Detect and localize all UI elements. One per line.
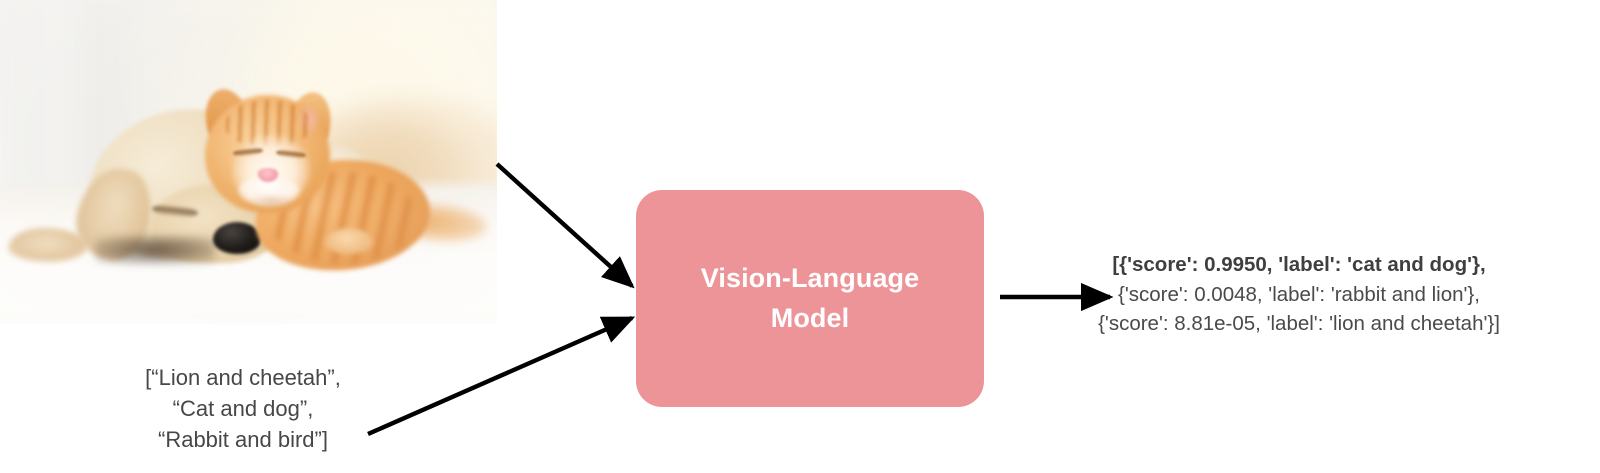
arrow-prompts-to-model [367,315,636,437]
puppy-paw [8,228,88,262]
puppy-fur-shadow [95,236,215,264]
kitten-nose [258,168,278,182]
kitten-chin-shadow [250,196,294,210]
output-line-third-prediction: {'score': 8.81e-05, 'label': 'lion and c… [1098,312,1500,336]
puppy-nose [213,222,261,254]
input-prompt-list: [“Lion and cheetah”, “Cat and dog”, “Rab… [145,365,341,453]
model-box-label: Vision-Language Model [700,263,920,333]
output-line-second-prediction: {'score': 0.0048, 'label': 'rabbit and l… [1118,282,1480,306]
photo-vignette [0,0,497,324]
input-image [0,0,497,324]
output-line-top-prediction: [{'score': 0.9950, 'label': 'cat and dog… [1112,253,1486,276]
output-predictions: [{'score': 0.9950, 'label': 'cat and dog… [1064,250,1534,339]
vision-language-model-box: Vision-Language Model [636,190,984,407]
arrow-image-to-model [495,162,635,289]
kitten-paw [325,228,373,254]
